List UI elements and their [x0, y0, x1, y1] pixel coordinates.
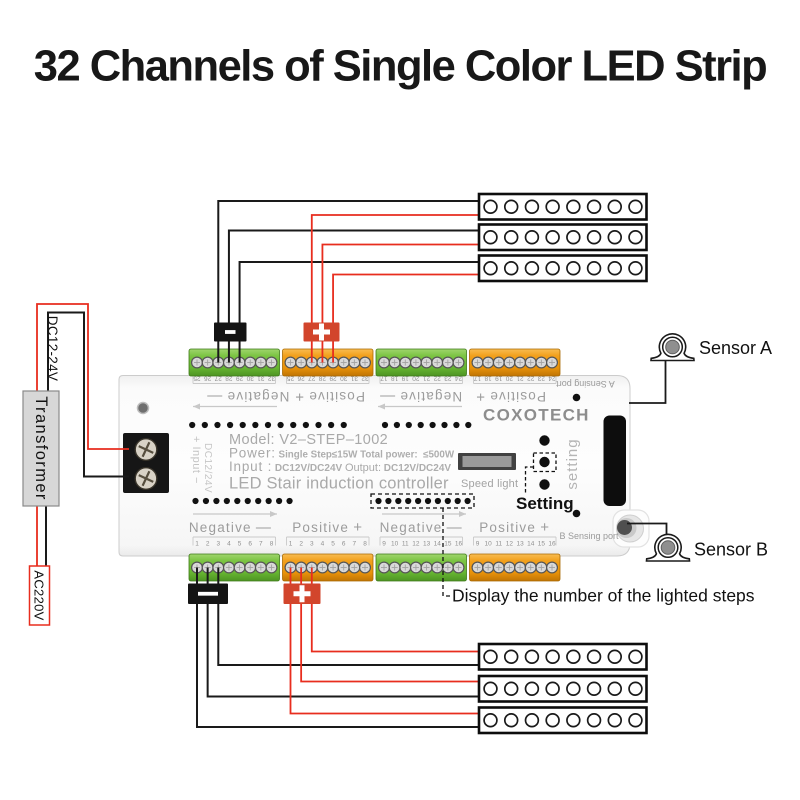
svg-text:12: 12	[506, 541, 514, 548]
svg-text:9: 9	[476, 541, 480, 548]
svg-text:DC12-24V: DC12-24V	[45, 316, 60, 381]
svg-text:11: 11	[495, 541, 502, 548]
svg-text:27: 27	[308, 375, 316, 382]
svg-text:14: 14	[527, 541, 535, 548]
svg-text:32: 32	[268, 375, 276, 382]
svg-text:22: 22	[433, 375, 441, 382]
svg-text:10: 10	[391, 541, 399, 548]
svg-text:Sensor B: Sensor B	[694, 540, 768, 560]
svg-text:29: 29	[236, 375, 244, 382]
svg-text:25: 25	[287, 375, 295, 382]
svg-text:32 Channels of Single Color LE: 32 Channels of Single Color LED Strip	[34, 43, 766, 91]
svg-text:23: 23	[537, 375, 545, 382]
svg-text:13: 13	[516, 541, 524, 548]
svg-text:3: 3	[310, 541, 314, 548]
svg-text:4: 4	[321, 541, 325, 548]
svg-text:B Sensing port: B Sensing port	[559, 531, 619, 541]
svg-text:DC12/24V: DC12/24V	[202, 443, 213, 493]
svg-text:7: 7	[259, 541, 263, 548]
svg-text:23: 23	[444, 375, 452, 382]
svg-text:3: 3	[216, 541, 220, 548]
svg-text:27: 27	[214, 375, 222, 382]
svg-text:24: 24	[455, 375, 463, 382]
svg-text:24: 24	[548, 375, 556, 382]
svg-text:Transformer: Transformer	[32, 396, 50, 501]
svg-text:18: 18	[484, 375, 492, 382]
svg-text:19: 19	[401, 375, 409, 382]
svg-text:28: 28	[318, 375, 326, 382]
svg-text:28: 28	[225, 375, 233, 382]
svg-text:21: 21	[516, 375, 524, 382]
svg-text:14: 14	[434, 541, 442, 548]
svg-text:AC220V: AC220V	[32, 570, 47, 620]
svg-text:Positive +: Positive +	[292, 519, 363, 536]
svg-text:Power: Single Step≤15W Total p: Power: Single Step≤15W Total power: ≤500…	[229, 446, 455, 461]
svg-text:Positive +: Positive +	[475, 388, 546, 405]
svg-text:31: 31	[257, 375, 265, 382]
svg-text:18: 18	[391, 375, 399, 382]
svg-text:16: 16	[455, 541, 463, 548]
svg-text:Negative —: Negative —	[206, 388, 289, 405]
svg-text:6: 6	[248, 541, 252, 548]
svg-text:6: 6	[342, 541, 346, 548]
svg-text:+ Input −: + Input −	[190, 436, 202, 484]
svg-text:7: 7	[353, 541, 357, 548]
svg-text:COXOTECH: COXOTECH	[483, 406, 590, 425]
svg-text:Negative —: Negative —	[380, 519, 463, 536]
svg-text:5: 5	[331, 541, 335, 548]
svg-text:Input : DC12V/DC24V Output: DC: Input : DC12V/DC24V Output: DC12V/DC24V	[229, 459, 451, 474]
svg-text:26: 26	[297, 375, 305, 382]
svg-text:Sensor A: Sensor A	[699, 338, 772, 358]
svg-text:21: 21	[423, 375, 431, 382]
svg-text:13: 13	[423, 541, 431, 548]
svg-text:8: 8	[363, 541, 367, 548]
svg-text:11: 11	[402, 541, 409, 548]
svg-text:26: 26	[204, 375, 212, 382]
svg-text:19: 19	[495, 375, 503, 382]
svg-text:Negative —: Negative —	[379, 388, 462, 405]
svg-text:2: 2	[299, 541, 303, 548]
svg-text:15: 15	[538, 541, 546, 548]
svg-text:30: 30	[246, 375, 254, 382]
svg-text:17: 17	[380, 375, 388, 382]
svg-text:Model: V2–STEP–1002: Model: V2–STEP–1002	[229, 432, 388, 448]
svg-text:32: 32	[361, 375, 369, 382]
svg-text:25: 25	[193, 375, 201, 382]
svg-text:29: 29	[329, 375, 337, 382]
svg-text:1: 1	[289, 541, 293, 548]
svg-text:A Sensing port: A Sensing port	[556, 379, 615, 389]
svg-text:Positive +: Positive +	[294, 388, 365, 405]
svg-text:16: 16	[548, 541, 556, 548]
svg-text:12: 12	[412, 541, 420, 548]
svg-text:Positive +: Positive +	[479, 519, 550, 536]
svg-text:1: 1	[195, 541, 199, 548]
svg-text:30: 30	[340, 375, 348, 382]
svg-text:setting: setting	[564, 438, 581, 489]
svg-text:Speed light: Speed light	[461, 478, 518, 490]
svg-text:9: 9	[382, 541, 386, 548]
svg-text:22: 22	[527, 375, 535, 382]
svg-text:4: 4	[227, 541, 231, 548]
svg-text:2: 2	[206, 541, 210, 548]
svg-text:20: 20	[412, 375, 420, 382]
svg-text:Display the number of the ligh: Display the number of the lighted steps	[452, 586, 755, 606]
svg-text:20: 20	[505, 375, 513, 382]
svg-text:Negative —: Negative —	[189, 519, 272, 536]
svg-text:Setting: Setting	[516, 494, 574, 513]
svg-text:17: 17	[474, 375, 482, 382]
svg-text:10: 10	[485, 541, 493, 548]
svg-text:31: 31	[350, 375, 358, 382]
svg-text:15: 15	[444, 541, 452, 548]
svg-text:8: 8	[270, 541, 274, 548]
svg-text:LED Stair induction controller: LED Stair induction controller	[229, 475, 449, 493]
svg-text:5: 5	[238, 541, 242, 548]
